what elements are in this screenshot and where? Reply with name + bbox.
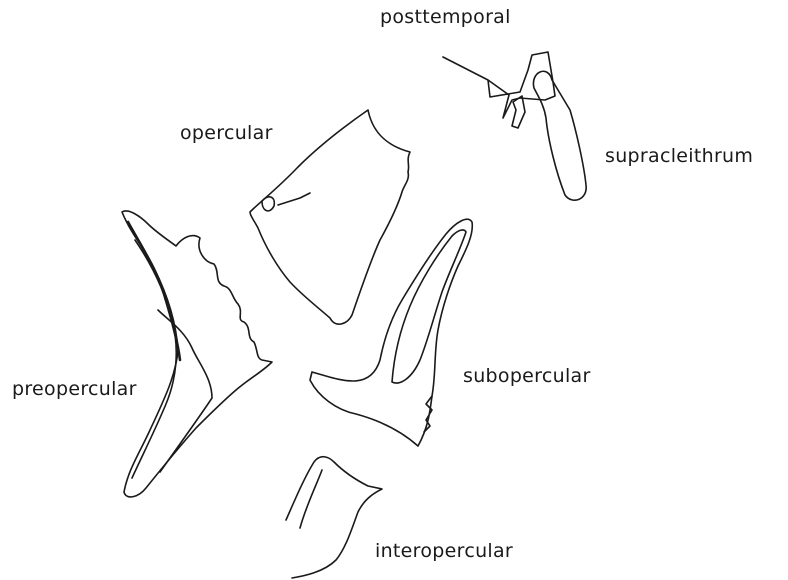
opercular-label: opercular xyxy=(180,122,273,144)
subopercular-label: subopercular xyxy=(463,365,591,387)
interopercular-label: interopercular xyxy=(375,540,513,562)
posttemporal-bone xyxy=(443,52,555,128)
interopercular-bone xyxy=(286,457,382,578)
supracleithrum-label: supracleithrum xyxy=(605,145,753,167)
preopercular-bone xyxy=(122,211,272,497)
supracleithrum-bone xyxy=(533,71,586,200)
subopercular-bone xyxy=(310,219,472,446)
opercular-bone xyxy=(250,110,410,324)
preopercular-label: preopercular xyxy=(12,378,137,400)
posttemporal-label: posttemporal xyxy=(380,6,511,28)
